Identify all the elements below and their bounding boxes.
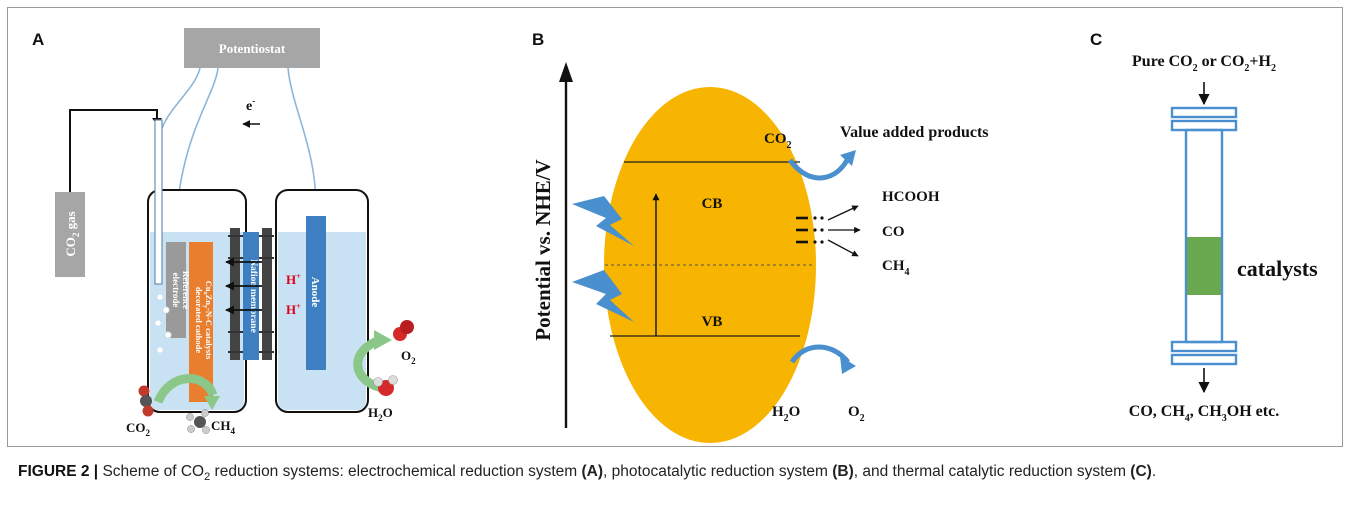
reactor-bottom-flange-1: [1170, 340, 1238, 353]
hcooh-label: HCOOH: [882, 189, 940, 205]
nafion-membrane: [243, 232, 259, 360]
svg-text:Anode: Anode: [309, 277, 321, 308]
svg-text:CO2: CO2: [126, 420, 151, 438]
reactor-tube: [1184, 128, 1224, 344]
catalysts-label: catalysts: [1237, 256, 1318, 281]
co2-molecule: [138, 385, 154, 417]
panel-a-label: A: [32, 30, 45, 49]
ch4-molecule: [186, 409, 210, 434]
figure-frame: [7, 7, 1343, 447]
light-bolt-lower: [572, 270, 634, 322]
gas-bubbles: [154, 293, 172, 354]
figure-caption: FIGURE 2 | Scheme of CO2 reduction syste…: [18, 463, 1157, 484]
co2-gas-cylinder: [55, 192, 85, 277]
reactor-top-flange-1: [1170, 106, 1238, 119]
water-oxidation-arrow: [789, 344, 850, 364]
svg-text:Referenceelectrode: Referenceelectrode: [171, 271, 191, 309]
reactor-top-flange-2: [1170, 119, 1238, 132]
figure-number: FIGURE 2 |: [18, 463, 99, 480]
svg-text:O2: O2: [848, 404, 865, 424]
gas-line: [69, 109, 158, 192]
svg-text:H2O: H2O: [368, 405, 393, 423]
right-clamp: [262, 228, 272, 360]
svg-text:CO2: CO2: [764, 131, 792, 151]
light-bolt-upper: [572, 196, 634, 246]
proton-label-2: H+: [286, 302, 301, 317]
panel-a-electrochemical: Potentiostat e- CO2 gas Referenceelectro…: [55, 28, 416, 438]
svg-text:CH4: CH4: [211, 418, 236, 436]
cb-label: CB: [702, 196, 723, 212]
anode-electrode: [306, 216, 326, 370]
svg-text:Nafion membrane: Nafion membrane: [248, 259, 258, 333]
potentiostat-box: [184, 28, 320, 68]
svg-text:CuxZny-N-C catalystsdecorated: CuxZny-N-C catalystsdecorated cathode: [194, 281, 214, 360]
oxidation-arrow: [353, 335, 384, 393]
panel-c-thermal: Pure CO2 or CO2+H2 catalysts CO, CH4, CH…: [1129, 53, 1318, 424]
reference-electrode: [166, 242, 186, 338]
co-label: CO: [882, 224, 905, 240]
vb-label: VB: [702, 314, 723, 330]
left-clamp: [230, 228, 240, 360]
panel-b-label: B: [532, 30, 545, 49]
panel-b-photocatalytic: Potential vs. NHE/V CB VB CO2 Value adde…: [531, 62, 989, 443]
gas-inlet-tube: [154, 119, 163, 285]
reduction-arrow: [153, 374, 218, 404]
svg-text:CH4: CH4: [882, 258, 910, 278]
proton-label-1: H+: [286, 272, 301, 287]
feed-label: Pure CO2 or CO2+H2: [1132, 53, 1276, 74]
reactor-bottom-flange-2: [1170, 353, 1238, 366]
svg-text:H2O: H2O: [772, 404, 800, 424]
svg-text:e-: e-: [246, 96, 255, 114]
value-added-label: Value added products: [840, 124, 989, 141]
catalyst-bed: [1187, 237, 1221, 295]
co2-reduction-arrow: [787, 156, 851, 181]
svg-text:CO2 gas: CO2 gas: [63, 211, 81, 256]
potentiostat-label: Potentiostat: [219, 41, 286, 56]
potential-axis-label: Potential vs. NHE/V: [531, 159, 555, 340]
products-label: CO, CH4, CH3OH etc.: [1129, 403, 1279, 424]
reference-wire: [159, 67, 201, 140]
svg-text:O2: O2: [401, 348, 416, 366]
panel-c-label: C: [1090, 30, 1103, 49]
